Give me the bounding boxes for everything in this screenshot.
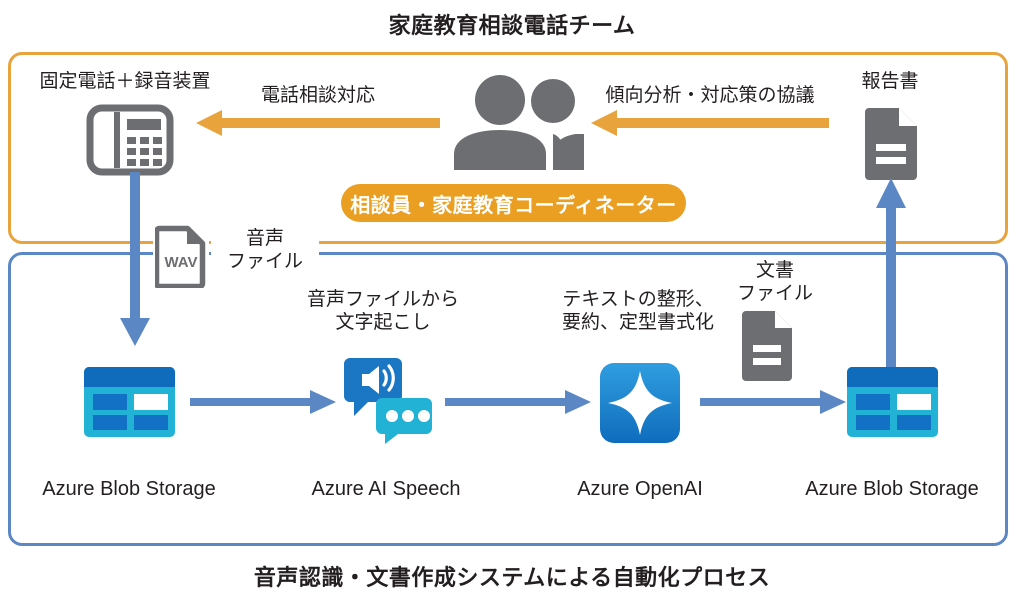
flow-arrow-storage-to-speech bbox=[190, 390, 336, 419]
phone-consultation-arrow bbox=[196, 110, 440, 141]
azure-blob-storage-icon-out bbox=[847, 367, 938, 437]
report-label: 報告書 bbox=[861, 71, 919, 92]
system-panel bbox=[8, 252, 1008, 546]
team-panel bbox=[8, 52, 1008, 244]
report-document-icon bbox=[861, 104, 921, 180]
coordinator-badge: 相談員・家庭教育コーディネーター bbox=[341, 184, 686, 222]
process-label-speech: 音声ファイルから 文字起こし bbox=[306, 289, 459, 334]
diagram-title-bottom: 音声認識・文書作成システムによる自動化プロセス bbox=[253, 565, 771, 590]
report-output-arrow bbox=[874, 178, 908, 375]
azure-openai-icon bbox=[600, 363, 680, 443]
phone-label: 固定電話＋録音装置 bbox=[39, 71, 211, 92]
service-label-ai-speech: Azure AI Speech bbox=[311, 478, 461, 500]
wav-file-label: 音声 ファイル bbox=[211, 225, 319, 276]
process-label-openai: テキストの整形、 要約、定型書式化 bbox=[561, 289, 714, 334]
service-label-openai: Azure OpenAI bbox=[577, 478, 703, 500]
flow-arrow-speech-to-openai bbox=[445, 390, 591, 419]
wav-file-icon: WAV bbox=[153, 222, 209, 290]
azure-blob-storage-icon bbox=[84, 367, 175, 437]
service-label-blob-storage-out: Azure Blob Storage bbox=[805, 478, 979, 500]
desk-phone-icon bbox=[86, 104, 174, 176]
diagram-title-top: 家庭教育相談電話チーム bbox=[388, 13, 636, 38]
doc-file-label: 文書 ファイル bbox=[716, 257, 834, 308]
azure-ai-speech-icon bbox=[340, 358, 432, 444]
recording-upload-arrow bbox=[118, 172, 152, 351]
trend-analysis-arrow bbox=[591, 110, 829, 141]
svg-text:WAV: WAV bbox=[164, 254, 197, 271]
phone-consultation-label: 電話相談対応 bbox=[260, 85, 375, 106]
flow-arrow-openai-to-storage bbox=[700, 390, 846, 419]
service-label-blob-storage-in: Azure Blob Storage bbox=[42, 478, 216, 500]
two-people-icon bbox=[452, 74, 586, 170]
trend-analysis-label: 傾向分析・対応策の協議 bbox=[605, 85, 815, 106]
doc-file-icon bbox=[738, 307, 796, 381]
